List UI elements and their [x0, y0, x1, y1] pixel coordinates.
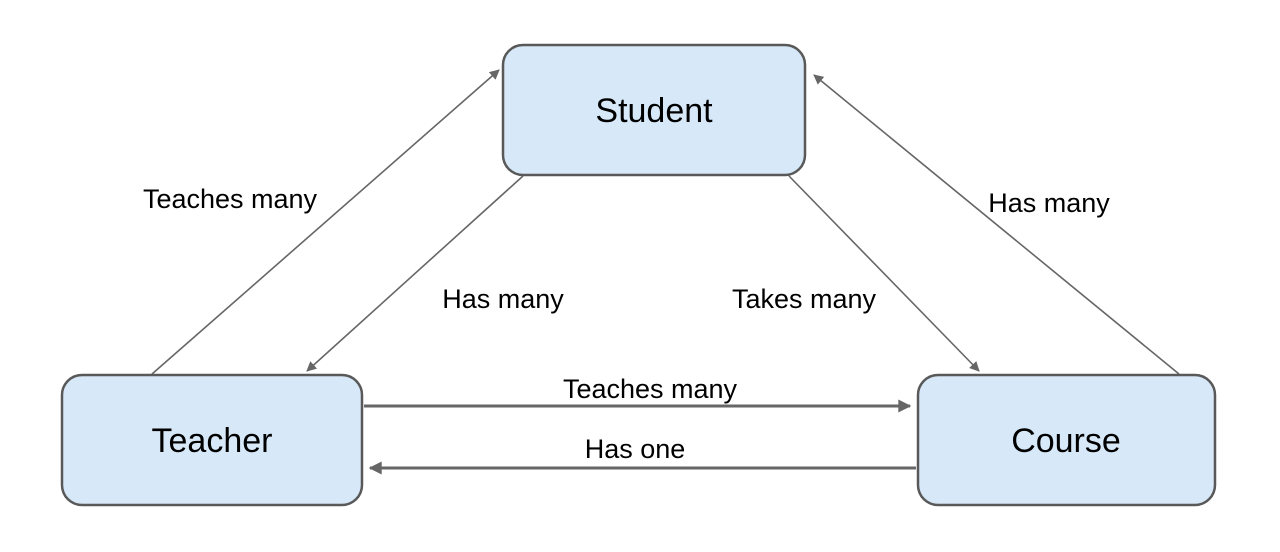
- relationship-label-course-student: Has many: [988, 188, 1110, 218]
- arrow-student-to-teacher: [306, 175, 524, 372]
- relationship-label-student-teacher: Has many: [442, 284, 564, 314]
- arrow-course-to-student: [813, 74, 1180, 375]
- relationship-label-teacher-course: Teaches many: [563, 374, 738, 404]
- entity-student-box: [501, 43, 807, 177]
- entity-student: Student: [501, 43, 807, 177]
- entity-teacher-label: Teacher: [152, 422, 273, 460]
- entity-course-box: [916, 373, 1217, 507]
- relationship-label-course-teacher: Has one: [585, 434, 686, 464]
- entity-course-label: Course: [1011, 422, 1121, 460]
- arrow-teacher-to-student: [151, 69, 500, 375]
- arrow-student-to-course: [788, 175, 980, 372]
- entity-teacher-box: [60, 373, 364, 507]
- relationship-label-teacher-student: Teaches many: [143, 184, 318, 214]
- entity-course: Course: [916, 373, 1217, 507]
- entity-student-label: Student: [595, 92, 713, 130]
- relationship-label-student-course: Takes many: [732, 284, 877, 314]
- entity-teacher: Teacher: [60, 373, 364, 507]
